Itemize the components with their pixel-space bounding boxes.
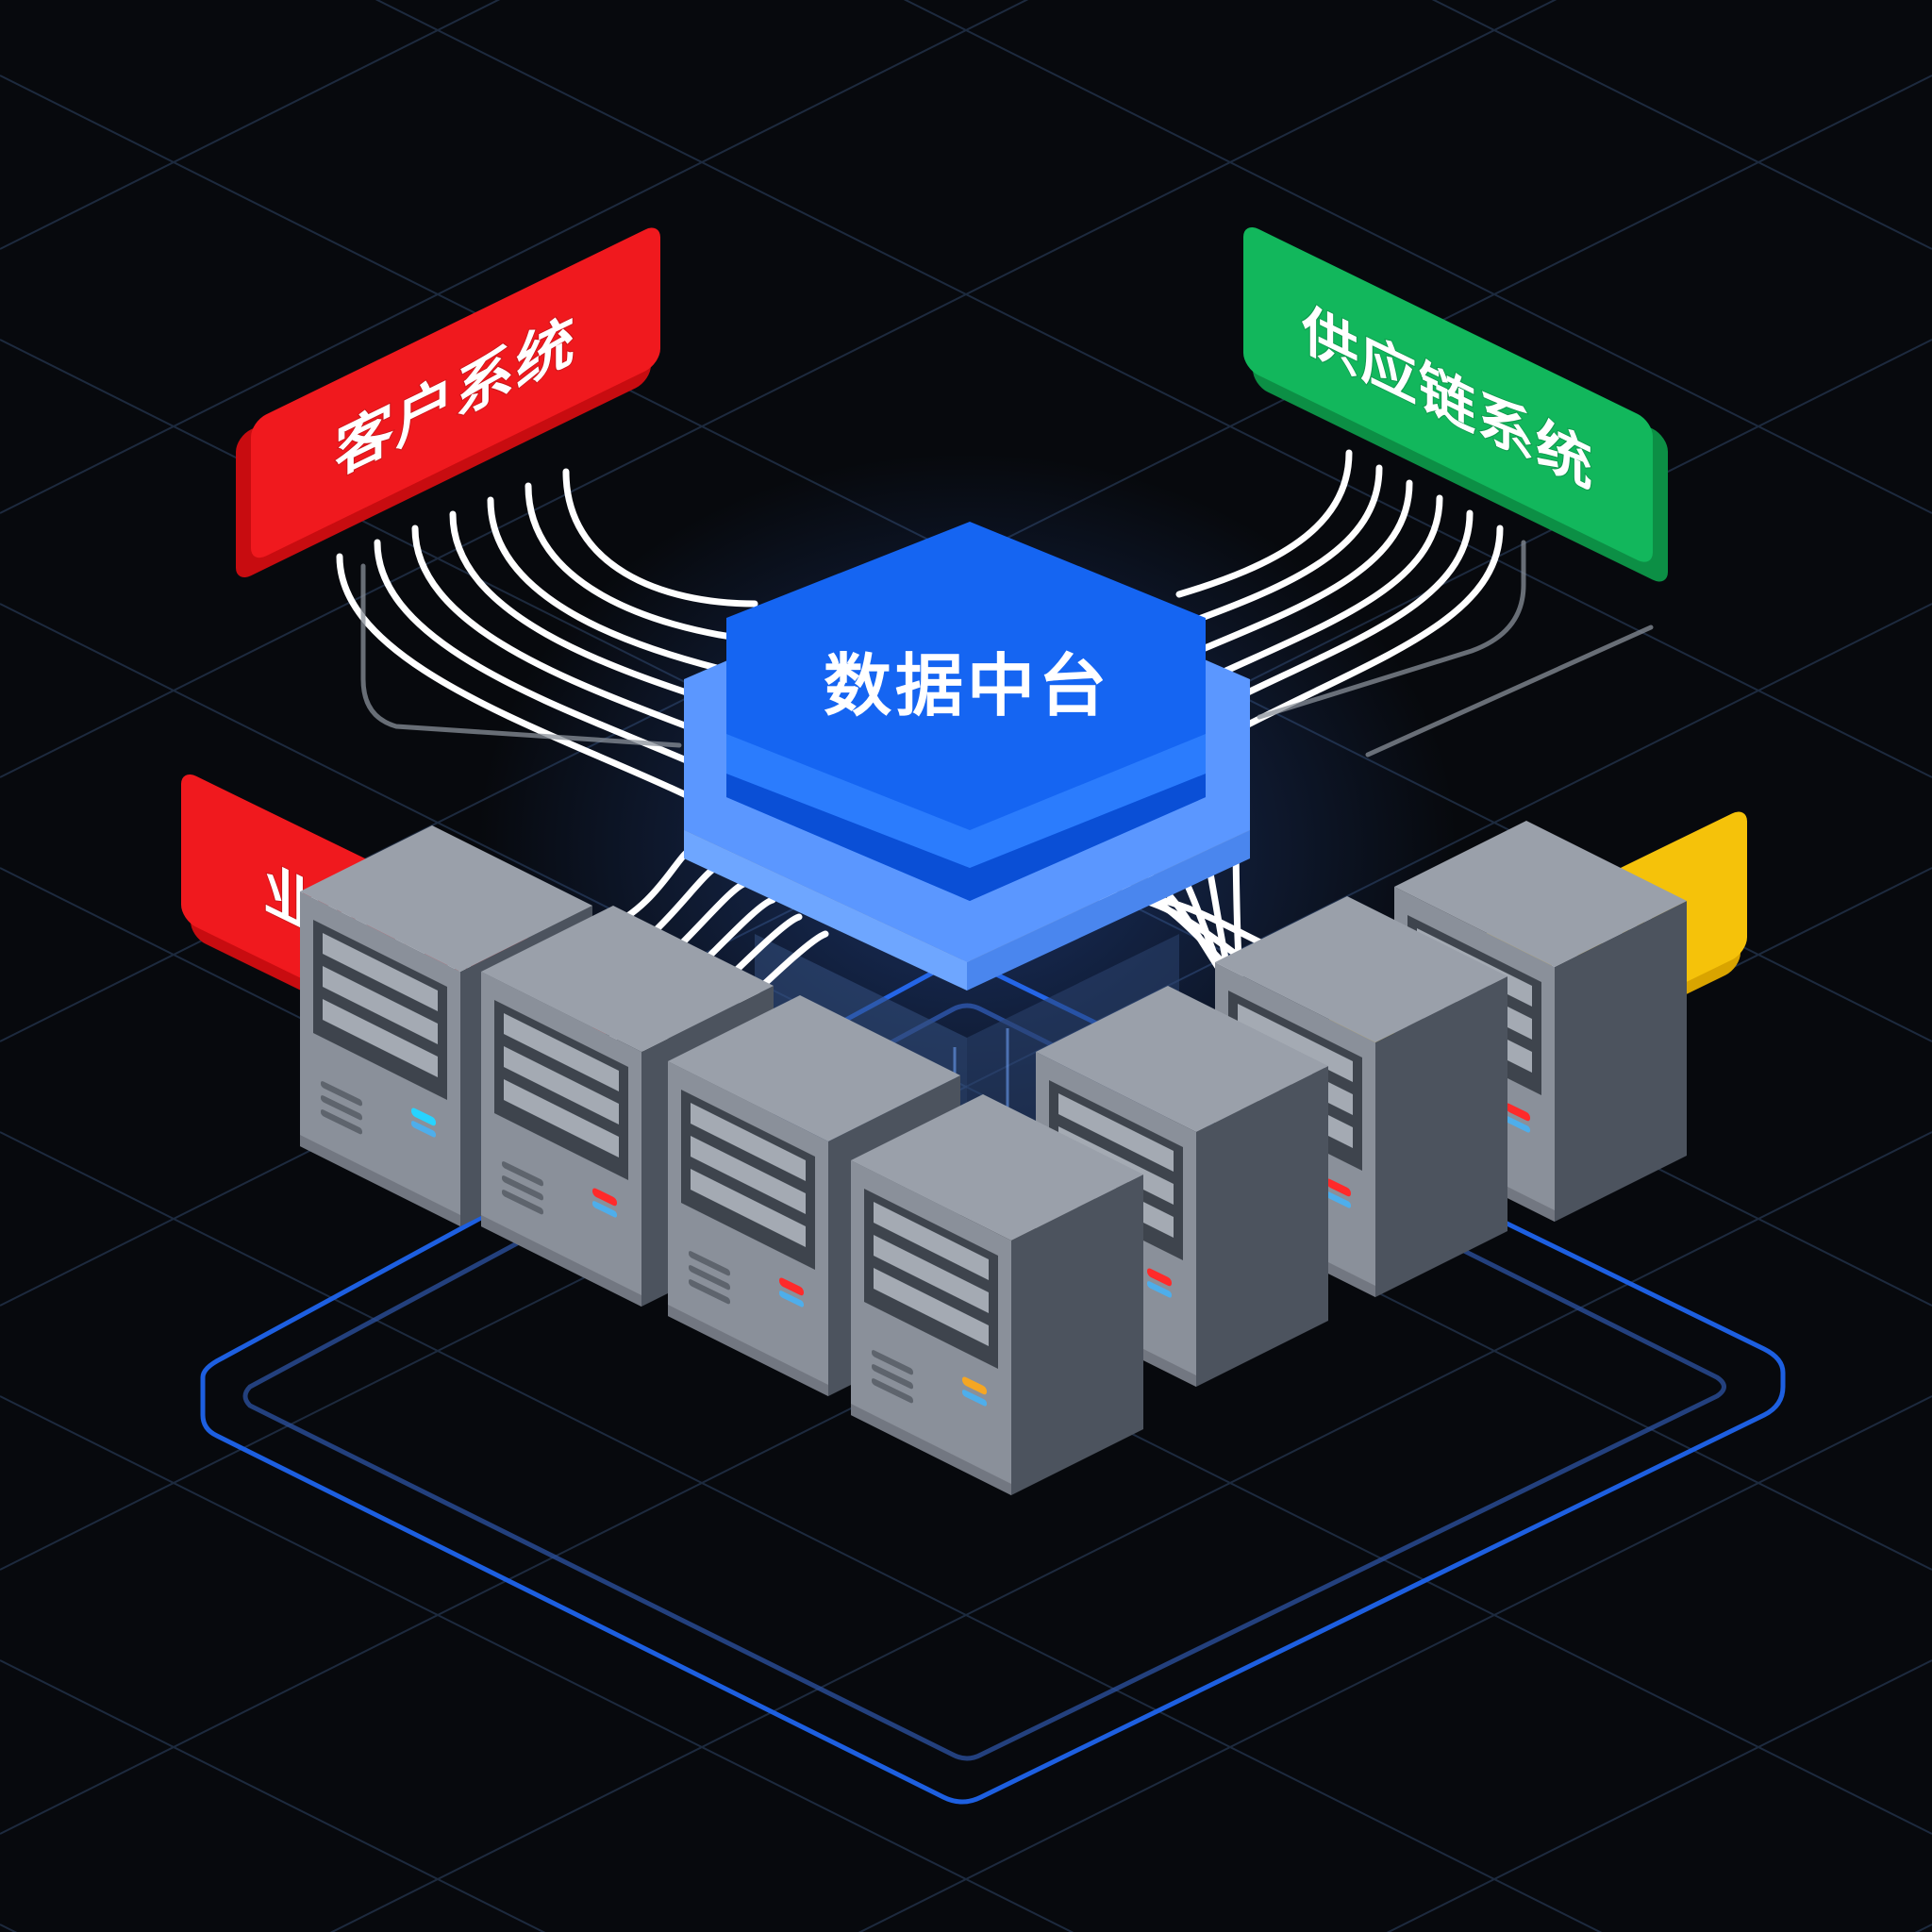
status-led-icon bbox=[1326, 1191, 1351, 1208]
data-wire bbox=[487, 496, 751, 679]
vent-slot bbox=[321, 1081, 362, 1107]
drive-bay bbox=[323, 999, 438, 1077]
data-wire bbox=[1213, 509, 1474, 711]
data-wire-faint bbox=[1365, 625, 1654, 758]
data-wire bbox=[1185, 464, 1383, 626]
data-wire-faint bbox=[1257, 540, 1526, 720]
vent-slot bbox=[689, 1251, 730, 1276]
status-led-icon bbox=[962, 1376, 987, 1395]
status-led-icon bbox=[1506, 1116, 1530, 1133]
drive-bay bbox=[691, 1103, 806, 1181]
vent-slot bbox=[502, 1175, 543, 1201]
hub-label: 数据中台 bbox=[824, 646, 1110, 725]
hub-hex-edge bbox=[726, 774, 1206, 901]
drive-bay bbox=[874, 1235, 989, 1313]
drive-bay bbox=[691, 1136, 806, 1214]
data-wire bbox=[525, 482, 755, 643]
vent-slot bbox=[321, 1095, 362, 1121]
hub-base-side-right bbox=[967, 830, 1250, 991]
drive-bay bbox=[874, 1268, 989, 1346]
server-cluster bbox=[300, 821, 1687, 1495]
drive-bay bbox=[504, 1079, 619, 1158]
drive-bay bbox=[874, 1202, 989, 1280]
data-wire-faint bbox=[360, 563, 682, 748]
vent-slot bbox=[689, 1265, 730, 1291]
data-wire bbox=[562, 468, 758, 608]
status-led-icon bbox=[592, 1188, 617, 1207]
vent-slot bbox=[872, 1350, 913, 1375]
drive-bay bbox=[691, 1169, 806, 1247]
vent-slot bbox=[502, 1190, 543, 1215]
status-led-icon bbox=[1506, 1103, 1530, 1122]
status-led-icon bbox=[1147, 1281, 1172, 1298]
drive-bay bbox=[1058, 1093, 1174, 1172]
vent-slot bbox=[872, 1364, 913, 1390]
status-led-icon bbox=[592, 1201, 617, 1218]
status-led-icon bbox=[1326, 1178, 1351, 1197]
vent-slot bbox=[689, 1279, 730, 1305]
status-led-icon bbox=[962, 1390, 987, 1407]
drive-bay bbox=[504, 1046, 619, 1124]
data-wire bbox=[374, 539, 740, 787]
status-led-icon bbox=[411, 1108, 436, 1126]
data-wire bbox=[1175, 449, 1353, 598]
status-led-icon bbox=[411, 1121, 436, 1138]
system-card-customer[interactable]: 客户系统 bbox=[236, 223, 660, 583]
status-led-icon bbox=[779, 1291, 804, 1307]
drive-bay bbox=[323, 966, 438, 1044]
data-wire bbox=[1223, 525, 1504, 740]
drive-bay bbox=[1238, 1004, 1353, 1082]
data-wire bbox=[1204, 494, 1443, 683]
card-face bbox=[251, 227, 660, 558]
hub-hex-band bbox=[726, 734, 1206, 868]
vent-slot bbox=[321, 1109, 362, 1135]
hub-base-side-left bbox=[684, 830, 967, 991]
status-led-icon bbox=[1147, 1268, 1172, 1287]
data-platform-hub[interactable]: 数据中台 bbox=[684, 522, 1250, 991]
card-face bbox=[1243, 227, 1653, 562]
status-led-icon bbox=[779, 1277, 804, 1296]
vent-slot bbox=[502, 1161, 543, 1187]
drive-bay bbox=[323, 933, 438, 1011]
server-tower bbox=[851, 1094, 1143, 1495]
data-wire bbox=[1194, 479, 1413, 655]
drive-bay bbox=[504, 1013, 619, 1091]
vent-slot bbox=[872, 1378, 913, 1404]
data-wire bbox=[336, 553, 736, 823]
